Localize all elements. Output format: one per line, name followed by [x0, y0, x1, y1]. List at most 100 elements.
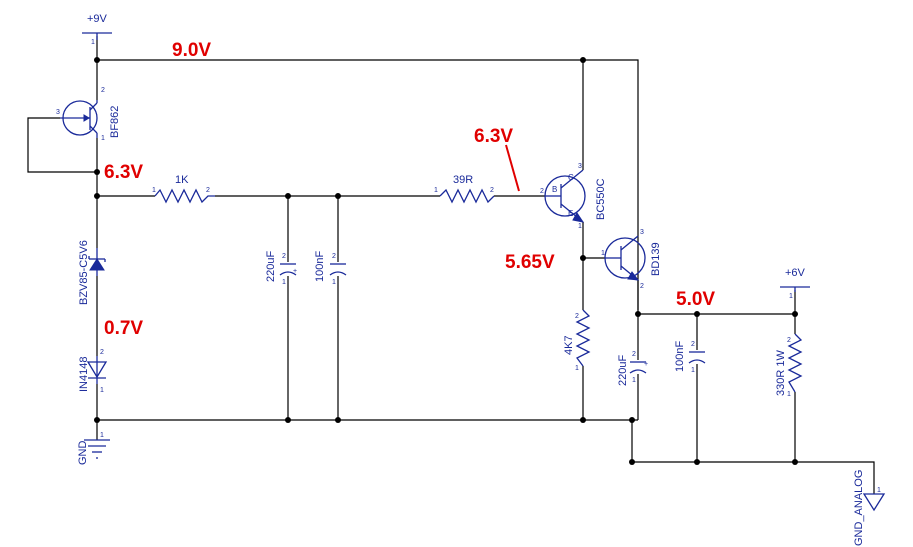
d1-label: BZV85-C5V6 — [78, 240, 90, 305]
wire-q3-emitter — [637, 280, 795, 315]
svg-text:1: 1 — [152, 187, 156, 194]
svg-text:2: 2 — [640, 283, 644, 290]
voltage-jfet-source: 6.3V — [104, 162, 143, 183]
svg-text:B: B — [552, 185, 557, 194]
svg-text:3: 3 — [640, 229, 644, 236]
wires — [27, 36, 875, 494]
wire-top-rail — [97, 59, 639, 310]
junction-dot — [792, 459, 798, 465]
junction-dot — [629, 417, 635, 423]
svg-text:2: 2 — [100, 349, 104, 356]
diode-d2: IN4148 2 1 — [78, 349, 108, 394]
junction-dot — [694, 311, 700, 317]
voltage-annotations: 9.0V 6.3V 6.3V 5.65V 5.0V 0.7V — [104, 40, 715, 339]
c1-label: 220uF — [265, 251, 277, 282]
junction-dot — [94, 417, 100, 423]
svg-text:1: 1 — [787, 391, 791, 398]
vin-power-symbol: +9V 1 — [82, 13, 112, 46]
svg-text:3: 3 — [56, 109, 60, 116]
svg-text:1: 1 — [789, 293, 793, 300]
svg-text:2: 2 — [490, 187, 494, 194]
svg-text:3: 3 — [578, 163, 582, 170]
svg-text:2: 2 — [787, 337, 791, 344]
base-pointer-line — [505, 144, 520, 192]
voltage-base: 6.3V — [474, 126, 513, 147]
junction-dot — [285, 417, 291, 423]
svg-text:2: 2 — [332, 253, 336, 260]
junction-dot — [580, 255, 586, 261]
svg-text:1: 1 — [282, 279, 286, 286]
wire-jfet-gate-loop — [27, 117, 97, 173]
junction-dot — [335, 417, 341, 423]
voltage-diode: 0.7V — [104, 318, 143, 339]
junction-dot — [285, 193, 291, 199]
voltage-output: 5.0V — [676, 289, 715, 310]
junction-dot — [335, 193, 341, 199]
junctions — [94, 57, 798, 465]
svg-text:2: 2 — [575, 313, 579, 320]
d2-label: IN4148 — [78, 357, 90, 392]
r1-label: 1K — [175, 174, 189, 186]
r4-label: 330R 1W — [775, 350, 787, 396]
junction-dot — [792, 311, 798, 317]
junction-dot — [94, 193, 100, 199]
svg-text:E: E — [568, 209, 573, 218]
r2-label: 39R — [453, 174, 473, 186]
svg-text:1: 1 — [877, 487, 881, 494]
gnd-symbol: GND 1 — [77, 432, 110, 465]
gnd-analog-label: GND_ANALOG — [853, 470, 865, 546]
junction-dot — [694, 459, 700, 465]
svg-text:1: 1 — [332, 279, 336, 286]
svg-text:1: 1 — [434, 187, 438, 194]
svg-text:1: 1 — [601, 250, 605, 257]
svg-text:1: 1 — [100, 432, 104, 439]
capacitor-c1: + 2 1 220uF — [265, 251, 297, 286]
capacitor-c2: 2 1 100nF — [314, 251, 347, 286]
svg-text:C: C — [568, 173, 574, 182]
voltage-emitter: 5.65V — [505, 252, 555, 273]
wire-c3-to-gnd-analog — [631, 420, 875, 494]
voltage-rail: 9.0V — [172, 40, 211, 61]
junction-dot — [580, 417, 586, 423]
vin-label: +9V — [87, 13, 108, 25]
svg-text:1: 1 — [691, 367, 695, 374]
svg-text:2: 2 — [206, 187, 210, 194]
svg-text:1: 1 — [632, 377, 636, 384]
c2-label: 100nF — [314, 251, 326, 282]
svg-text:2: 2 — [632, 351, 636, 358]
svg-text:1: 1 — [578, 223, 582, 230]
c3-label: 220uF — [617, 355, 629, 386]
q2-label: BC550C — [595, 178, 607, 220]
gnd-label: GND — [77, 441, 89, 466]
svg-text:1: 1 — [100, 387, 104, 394]
capacitor-c4: 2 1 100nF — [674, 341, 706, 374]
svg-text:2: 2 — [540, 188, 544, 195]
svg-text:+: + — [644, 361, 648, 368]
svg-text:2: 2 — [691, 341, 695, 348]
junction-dot — [580, 57, 586, 63]
resistor-r4: 2 1 330R 1W — [775, 333, 803, 398]
c4-label: 100nF — [674, 341, 686, 372]
resistor-r1: 1K 1 2 — [152, 174, 215, 204]
svg-text:1: 1 — [101, 135, 105, 142]
svg-text:+: + — [293, 268, 297, 275]
capacitor-c3: + 2 1 220uF — [617, 351, 648, 386]
q3-label: BD139 — [650, 242, 662, 276]
junction-dot — [635, 311, 641, 317]
r3-label: 4K7 — [563, 335, 575, 355]
v6-label: +6V — [785, 267, 806, 279]
svg-text:2: 2 — [282, 253, 286, 260]
gnd-analog-symbol: GND_ANALOG 1 — [853, 470, 886, 546]
svg-text:2: 2 — [101, 87, 105, 94]
junction-dot — [94, 57, 100, 63]
v6-power-symbol: +6V 1 — [780, 267, 810, 300]
junction-dot — [629, 459, 635, 465]
jfet-q1: BF862 2 3 1 — [56, 87, 121, 142]
resistor-r2: 39R 1 2 — [434, 174, 495, 204]
resistor-r3: 2 1 4K7 — [563, 309, 591, 372]
svg-text:1: 1 — [575, 365, 579, 372]
transistor-q3: 1 3 2 BD139 — [601, 229, 662, 290]
transistor-q2: B C E 2 3 1 BC550C — [540, 163, 607, 230]
svg-text:1: 1 — [91, 39, 95, 46]
